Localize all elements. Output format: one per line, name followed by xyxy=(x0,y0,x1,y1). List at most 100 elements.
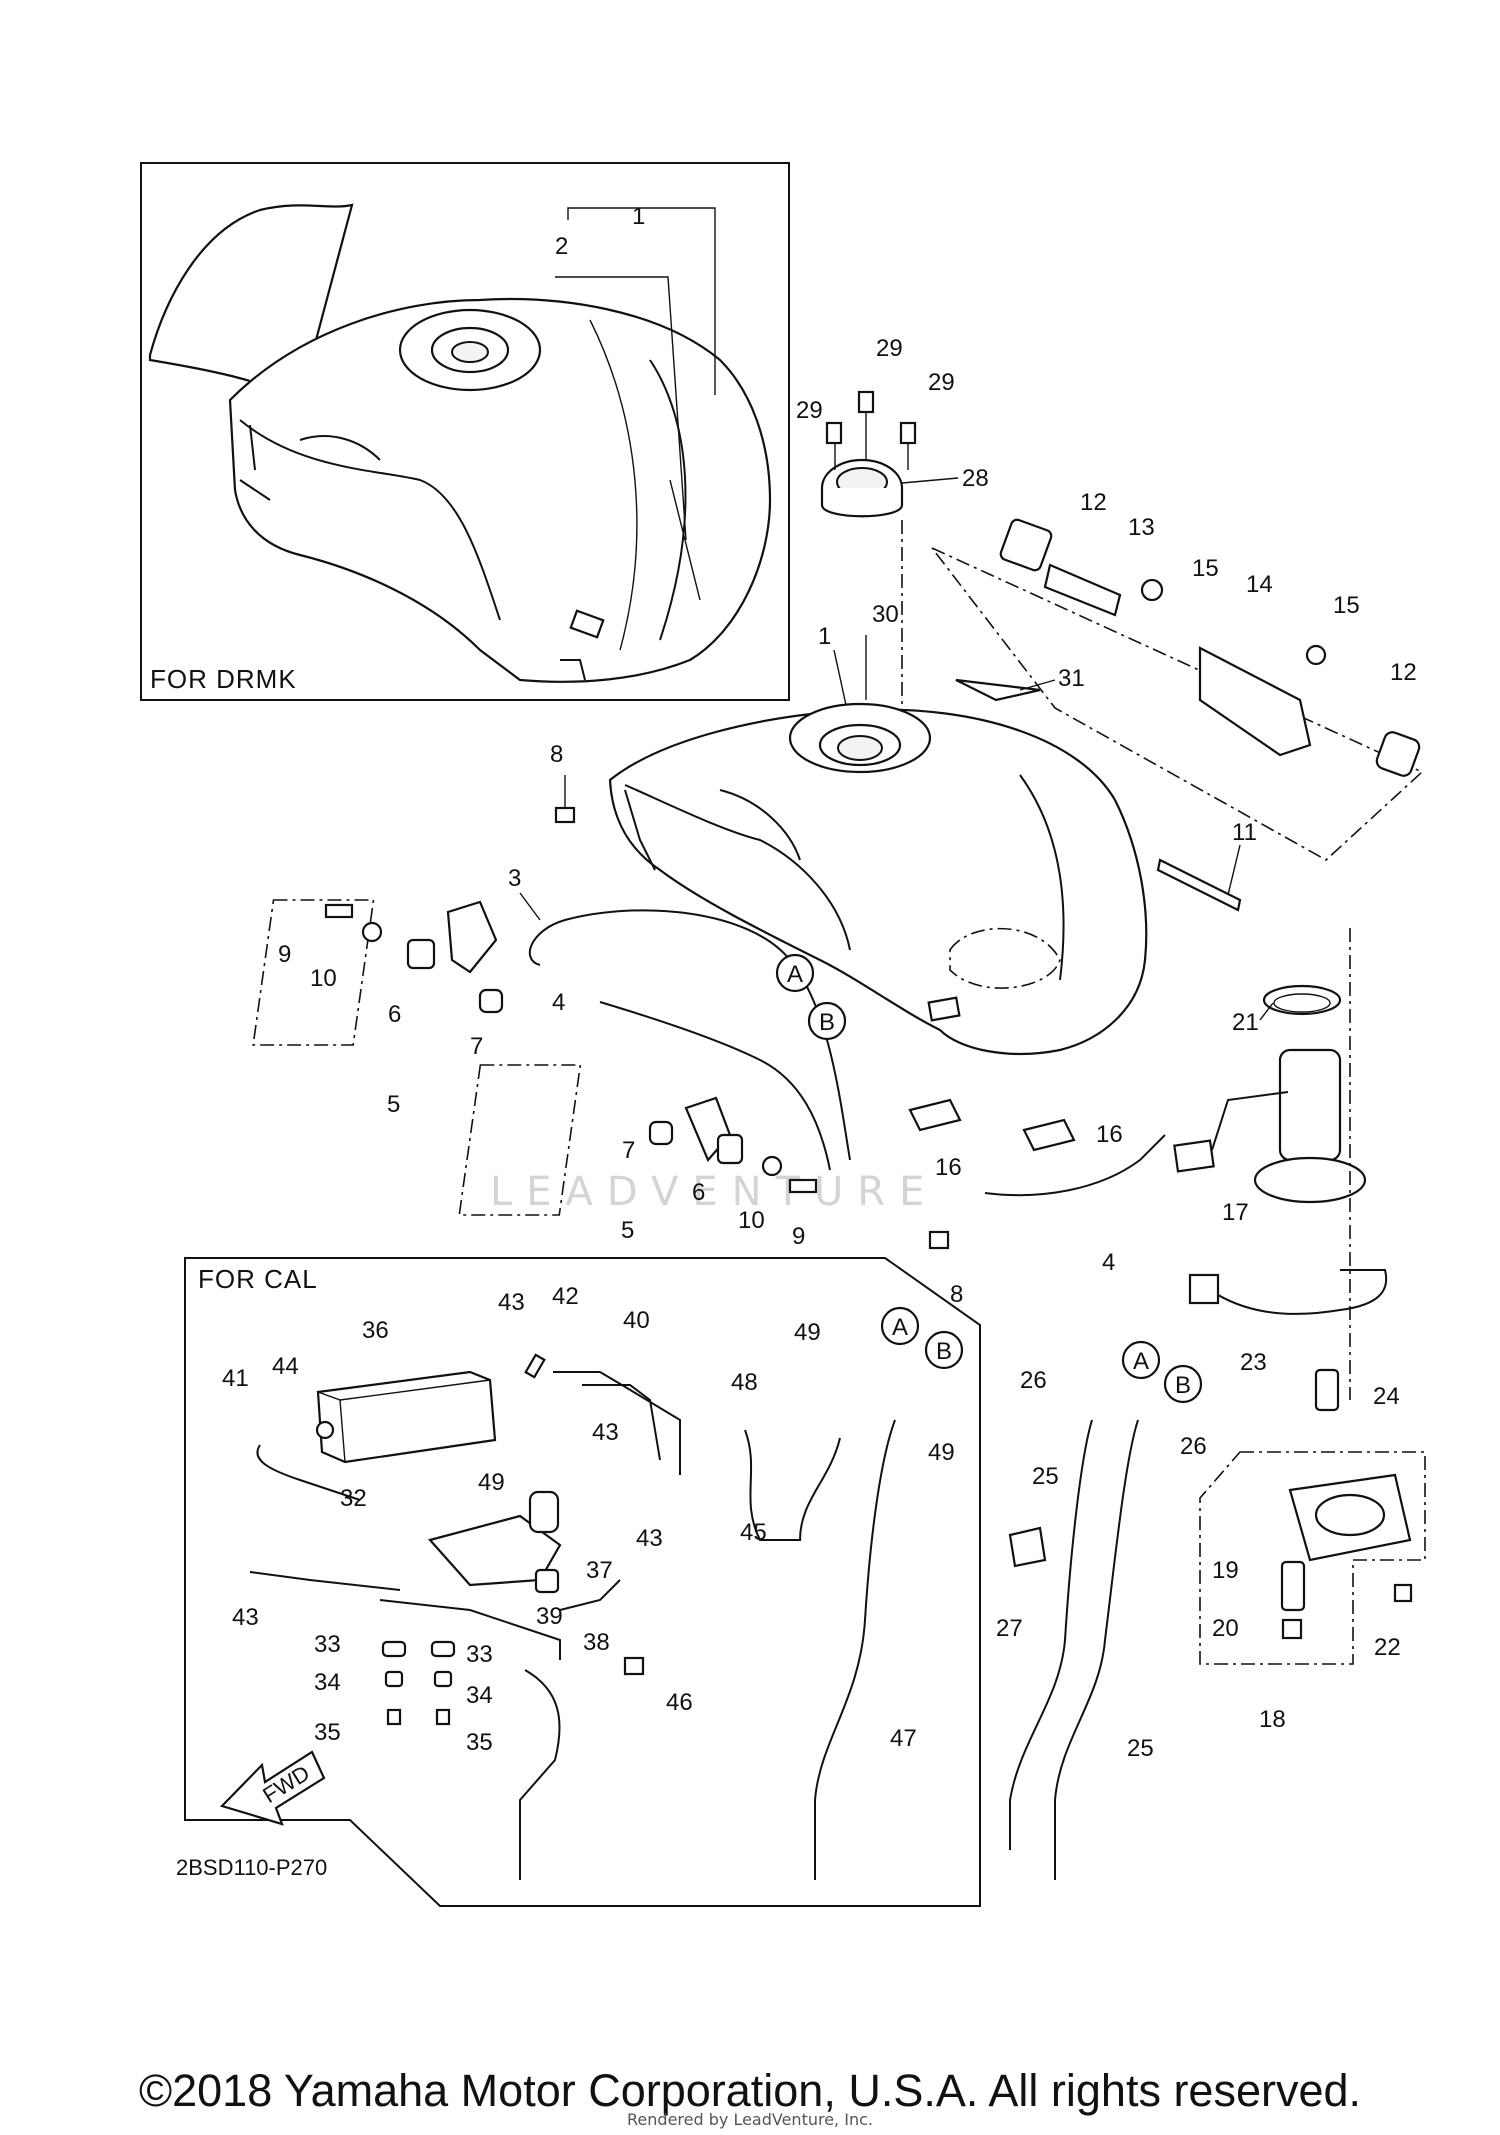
callout-16: 16 xyxy=(935,1154,962,1181)
damper-group-left xyxy=(252,899,504,1046)
callout-25: 25 xyxy=(1127,1735,1154,1762)
damper-group-right xyxy=(458,1064,818,1216)
callout-1: 1 xyxy=(632,203,645,230)
callout-7: 7 xyxy=(622,1137,635,1164)
callout-34: 34 xyxy=(314,1669,341,1696)
tank-cap-assembly xyxy=(820,390,917,770)
marker-a-tank: A xyxy=(775,953,815,993)
callout-13: 13 xyxy=(1128,514,1155,541)
callout-7: 7 xyxy=(470,1033,483,1060)
callout-29: 29 xyxy=(796,397,823,424)
callout-27: 27 xyxy=(996,1615,1023,1642)
callout-23: 23 xyxy=(1240,1349,1267,1376)
callout-16: 16 xyxy=(1096,1121,1123,1148)
callout-26: 26 xyxy=(1020,1367,1047,1394)
callout-8: 8 xyxy=(550,741,563,768)
inset-frame xyxy=(140,162,790,701)
callout-43: 43 xyxy=(498,1289,525,1316)
inset-label-cal: FOR CAL xyxy=(198,1264,318,1294)
callout-44: 44 xyxy=(272,1353,299,1380)
callout-49: 49 xyxy=(928,1439,955,1466)
callout-4: 4 xyxy=(1102,1249,1115,1276)
callout-45: 45 xyxy=(740,1519,767,1546)
callout-26: 26 xyxy=(1180,1433,1207,1460)
callout-22: 22 xyxy=(1374,1634,1401,1661)
callout-33: 33 xyxy=(466,1641,493,1668)
svg-text:B: B xyxy=(819,1009,835,1036)
svg-text:B: B xyxy=(936,1338,952,1365)
callout-1: 1 xyxy=(818,623,831,650)
callout-42: 42 xyxy=(552,1283,579,1310)
fuel-pump-assembly xyxy=(1173,928,1367,1400)
callout-17: 17 xyxy=(1222,1199,1249,1226)
callout-5: 5 xyxy=(621,1217,634,1244)
svg-text:B: B xyxy=(1175,1372,1191,1399)
callout-46: 46 xyxy=(666,1689,693,1716)
marker-b-tank: B xyxy=(807,1001,847,1041)
callout-24: 24 xyxy=(1373,1383,1400,1410)
callout-21: 21 xyxy=(1232,1009,1259,1036)
diagram-code: 2BSD110-P270 xyxy=(176,1855,327,1880)
callout-49: 49 xyxy=(794,1319,821,1346)
callout-47: 47 xyxy=(890,1725,917,1752)
callout-28: 28 xyxy=(962,465,989,492)
callout-43: 43 xyxy=(592,1419,619,1446)
fwd-arrow-icon: FWD xyxy=(219,1750,326,1826)
marker-a-right: A xyxy=(1121,1340,1161,1380)
callout-12: 12 xyxy=(1390,659,1417,686)
marker-a-cal: A xyxy=(880,1306,920,1346)
callout-6: 6 xyxy=(388,1001,401,1028)
callout-12: 12 xyxy=(1080,489,1107,516)
marker-b-cal: B xyxy=(924,1330,964,1370)
callout-15: 15 xyxy=(1333,592,1360,619)
inset-for-drmk: FOR DRMK 1 2 xyxy=(140,162,790,701)
callout-19: 19 xyxy=(1212,1557,1239,1584)
copyright-footer: ©2018 Yamaha Motor Corporation, U.S.A. A… xyxy=(138,2065,1362,2116)
callout-32: 32 xyxy=(340,1485,367,1512)
callout-41: 41 xyxy=(222,1365,249,1392)
callout-9: 9 xyxy=(278,941,291,968)
callout-48: 48 xyxy=(731,1369,758,1396)
callout-2: 2 xyxy=(555,233,568,260)
callout-25: 25 xyxy=(1032,1463,1059,1490)
callout-10: 10 xyxy=(310,965,337,992)
inset-label-drmk: FOR DRMK xyxy=(150,664,297,694)
callout-35: 35 xyxy=(466,1729,493,1756)
callout-29: 29 xyxy=(876,335,903,362)
callout-37: 37 xyxy=(586,1557,613,1584)
callout-5: 5 xyxy=(387,1091,400,1118)
callout-35: 35 xyxy=(314,1719,341,1746)
callout-4: 4 xyxy=(552,989,565,1016)
callout-30: 30 xyxy=(872,601,899,628)
callout-29: 29 xyxy=(928,369,955,396)
callout-11: 11 xyxy=(1232,819,1257,846)
svg-text:A: A xyxy=(1133,1348,1149,1375)
marker-b-right: B xyxy=(1163,1364,1203,1404)
callout-9: 9 xyxy=(792,1223,805,1250)
callout-20: 20 xyxy=(1212,1615,1239,1642)
callout-18: 18 xyxy=(1259,1706,1286,1733)
callout-38: 38 xyxy=(583,1629,610,1656)
callout-39: 39 xyxy=(536,1603,563,1630)
callout-3: 3 xyxy=(508,865,521,892)
callout-31: 31 xyxy=(1058,665,1085,692)
callout-49: 49 xyxy=(478,1469,505,1496)
callout-34: 34 xyxy=(466,1682,493,1709)
callout-14: 14 xyxy=(1246,571,1273,598)
pump-bracket-group xyxy=(1199,1451,1426,1665)
callout-33: 33 xyxy=(314,1631,341,1658)
callout-43: 43 xyxy=(636,1525,663,1552)
callout-8: 8 xyxy=(950,1281,963,1308)
callout-40: 40 xyxy=(623,1307,650,1334)
svg-text:A: A xyxy=(787,961,803,988)
handle-bracket-assembly xyxy=(931,518,1424,861)
callout-15: 15 xyxy=(1192,555,1219,582)
watermark-text: LEADVENTURE xyxy=(490,1169,938,1215)
callout-6: 6 xyxy=(692,1179,705,1206)
fuel-tank-main xyxy=(608,702,1148,1056)
callout-10: 10 xyxy=(738,1207,765,1234)
inset-for-cal: FOR CAL A xyxy=(176,1257,981,1907)
rendered-by-note: Rendered by LeadVenture, Inc. xyxy=(627,2110,873,2129)
svg-text:A: A xyxy=(892,1314,908,1341)
